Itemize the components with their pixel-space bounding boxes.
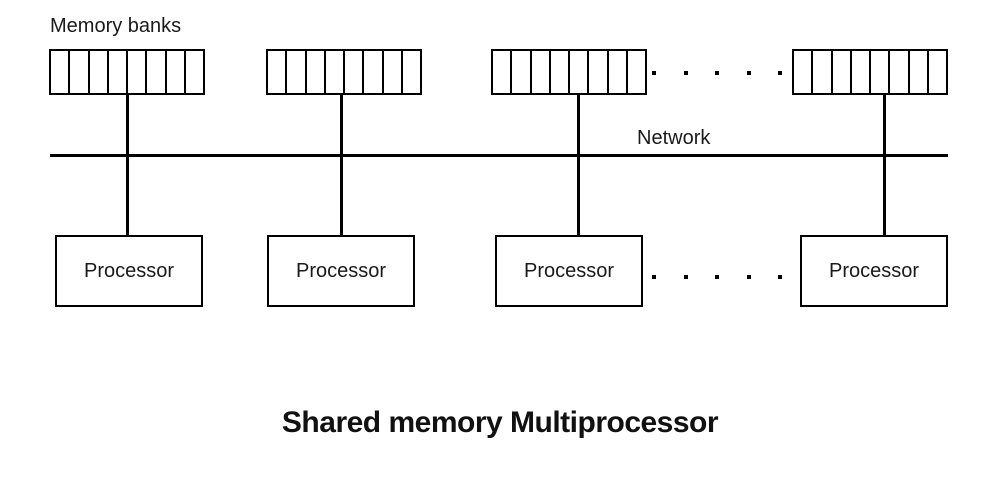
memory-cell xyxy=(109,51,128,93)
processor-box-1: Processor xyxy=(55,235,203,307)
memory-cell xyxy=(589,51,609,93)
processor-box-4: Processor xyxy=(800,235,948,307)
memory-banks-label: Memory banks xyxy=(50,15,182,37)
memory-cell xyxy=(384,51,403,93)
connector-line-1 xyxy=(126,93,129,236)
memory-cell xyxy=(512,51,532,93)
ellipsis-dots-processors xyxy=(652,274,782,280)
memory-cell xyxy=(910,51,929,93)
memory-cell xyxy=(890,51,910,93)
memory-cell xyxy=(570,51,590,93)
memory-cell xyxy=(70,51,90,93)
processor-label: Processor xyxy=(83,259,175,282)
memory-cell xyxy=(403,51,420,93)
ellipsis-dot xyxy=(715,71,719,75)
network-bus-line xyxy=(50,154,948,157)
ellipsis-dot xyxy=(746,275,751,279)
ellipsis-dot xyxy=(683,71,688,75)
memory-cell xyxy=(929,51,946,93)
network-label: Network xyxy=(637,127,711,149)
memory-cell xyxy=(852,51,871,93)
memory-bank-3 xyxy=(491,49,647,95)
memory-cell xyxy=(326,51,345,93)
memory-bank-4 xyxy=(792,49,948,95)
ellipsis-dots-memory xyxy=(652,70,782,76)
memory-cell xyxy=(287,51,307,93)
processor-box-3: Processor xyxy=(495,235,643,307)
processor-box-2: Processor xyxy=(267,235,415,307)
ellipsis-dot xyxy=(746,71,751,75)
memory-cell xyxy=(833,51,852,93)
memory-bank-2 xyxy=(266,49,422,95)
ellipsis-dot xyxy=(715,275,719,279)
memory-cell xyxy=(51,51,71,93)
diagram-title: Shared memory Multiprocessor xyxy=(281,406,719,439)
memory-cell xyxy=(128,51,148,93)
memory-cell xyxy=(268,51,288,93)
memory-cell xyxy=(609,51,628,93)
processor-label: Processor xyxy=(828,259,920,282)
memory-cell xyxy=(364,51,384,93)
ellipsis-dot xyxy=(652,275,656,279)
memory-cell xyxy=(147,51,167,93)
ellipsis-dot xyxy=(778,275,782,279)
memory-cell xyxy=(167,51,186,93)
memory-cell xyxy=(532,51,551,93)
processor-label: Processor xyxy=(523,259,615,282)
ellipsis-dot xyxy=(652,71,656,75)
memory-cell xyxy=(551,51,570,93)
ellipsis-dot xyxy=(778,71,782,75)
memory-cell xyxy=(493,51,513,93)
memory-bank-1 xyxy=(49,49,205,95)
connector-line-4 xyxy=(883,93,886,236)
connector-line-2 xyxy=(340,93,343,236)
memory-cell xyxy=(628,51,645,93)
memory-cell xyxy=(345,51,365,93)
ellipsis-dot xyxy=(683,275,688,279)
memory-cell xyxy=(186,51,203,93)
memory-cell xyxy=(90,51,109,93)
connector-line-3 xyxy=(577,93,580,236)
memory-cell xyxy=(307,51,326,93)
memory-cell xyxy=(813,51,833,93)
processor-label: Processor xyxy=(295,259,387,282)
memory-cell xyxy=(794,51,814,93)
memory-cell xyxy=(871,51,891,93)
